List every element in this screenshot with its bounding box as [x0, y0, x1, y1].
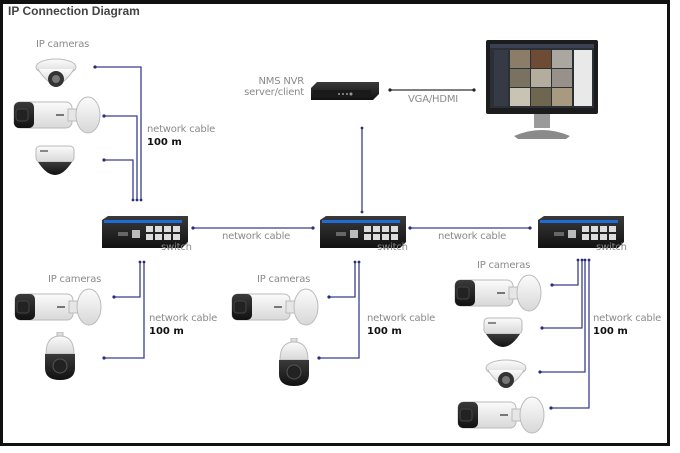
cable-g1-cam3: [104, 159, 134, 200]
switch-2-label: switch: [377, 242, 408, 253]
bullet-camera-icon[interactable]: [12, 94, 102, 138]
bullet-camera-icon[interactable]: [230, 286, 320, 330]
monitor-icon[interactable]: [486, 40, 598, 140]
camera-group-2-cable-label: network cable: [149, 313, 218, 324]
camera-group-4-distance: 100 m: [593, 326, 628, 337]
nvr-label-line1: NMS NVR: [258, 76, 304, 87]
cable-g2-cam1: [114, 262, 141, 298]
camera-group-3-label: IP cameras: [257, 274, 311, 285]
cable-g4-cam1: [552, 260, 579, 286]
nvr-label-line2: server/client: [244, 87, 304, 98]
switch-1-label: switch: [161, 242, 192, 253]
camera-group-2-label: IP cameras: [48, 274, 102, 285]
bullet-camera-icon[interactable]: [456, 394, 546, 438]
trunk-left-label: network cable: [222, 231, 291, 242]
camera-group-1-label: IP cameras: [36, 39, 90, 50]
camera-group-2-distance: 100 m: [149, 326, 184, 337]
cable-g3-cam1: [329, 262, 356, 298]
camera-group-3-distance: 100 m: [367, 326, 402, 337]
varifocal-dome-camera-icon[interactable]: [480, 316, 526, 356]
cable-g4-cam2: [542, 260, 583, 329]
nvr-icon[interactable]: [309, 80, 381, 102]
cable-g1-cam1: [95, 66, 142, 200]
varifocal-dome-camera-icon[interactable]: [32, 144, 78, 184]
bullet-camera-icon[interactable]: [13, 286, 103, 330]
camera-group-1-cable-label: network cable: [147, 124, 216, 135]
nvr-label: NMS NVR server/client: [240, 76, 304, 98]
trunk-right-label: network cable: [438, 231, 507, 242]
ptz-camera-icon[interactable]: [276, 338, 312, 388]
cable-g1-cam2: [104, 115, 138, 200]
vga-hdmi-label: VGA/HDMI: [408, 94, 458, 105]
cable-g3-cam2: [319, 262, 360, 359]
dome-camera-icon[interactable]: [34, 55, 78, 95]
cable-g4-cam3: [540, 260, 586, 373]
dome-camera-icon[interactable]: [484, 356, 528, 396]
diagram-title: IP Connection Diagram: [8, 4, 140, 18]
ptz-camera-icon[interactable]: [42, 332, 78, 382]
camera-group-3-cable-label: network cable: [367, 313, 436, 324]
camera-group-1-distance: 100 m: [147, 137, 182, 148]
cable-g2-cam2: [104, 262, 145, 359]
camera-group-4-cable-label: network cable: [593, 313, 662, 324]
switch-3-label: switch: [596, 242, 627, 253]
camera-group-4-label: IP cameras: [477, 260, 531, 271]
bullet-camera-icon[interactable]: [453, 272, 543, 316]
cable-g4-cam4: [551, 260, 590, 409]
